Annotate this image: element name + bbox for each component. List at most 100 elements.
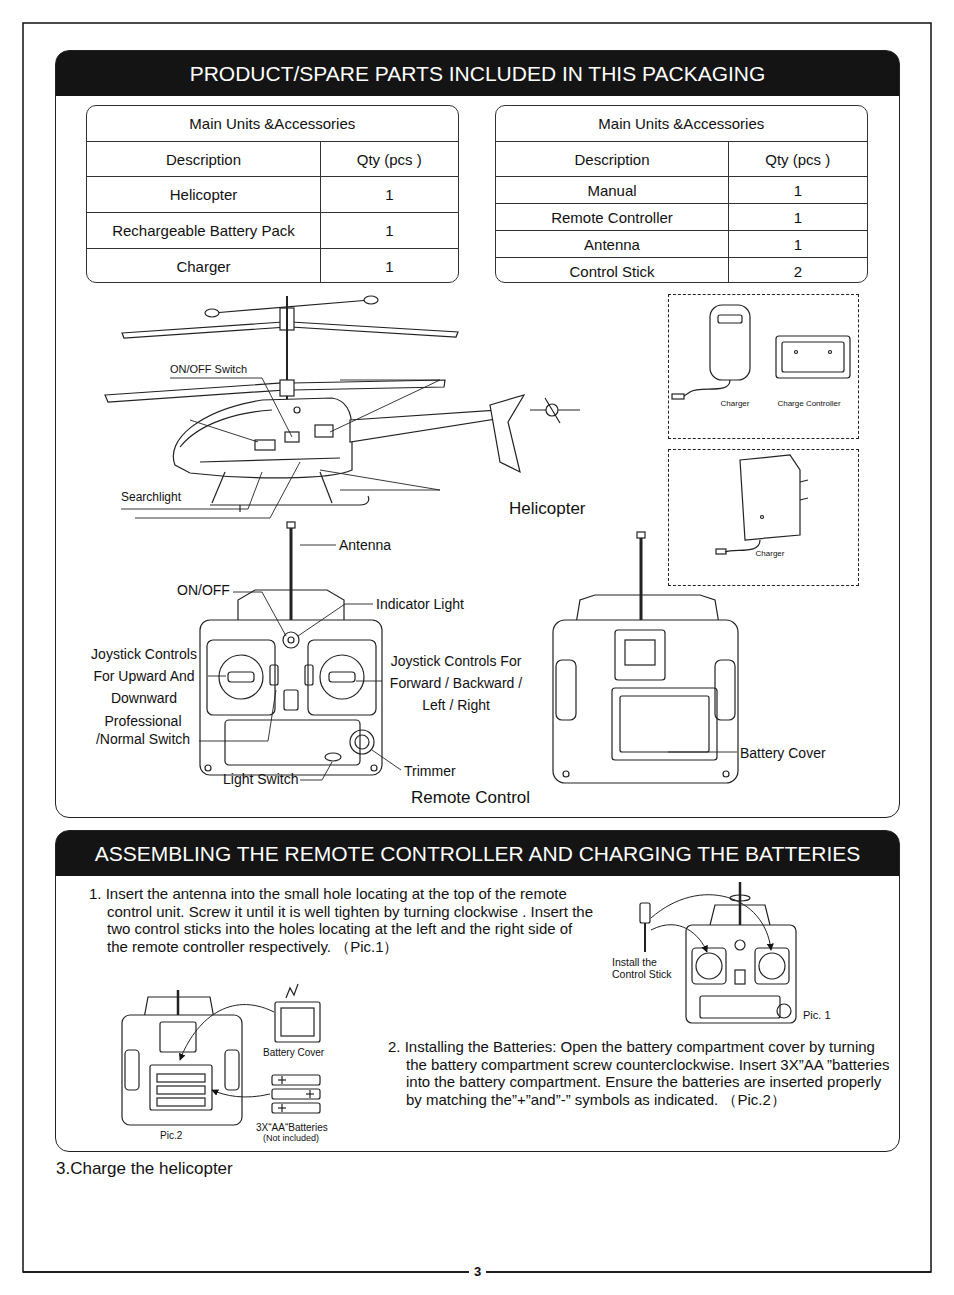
pic2-remote-drawing-part (286, 984, 298, 998)
remote-front-drawing-part (207, 640, 275, 715)
table-cell: 1 (728, 203, 867, 230)
part-label: Joystick Controls For Forward / Backward… (384, 650, 528, 716)
helicopter-drawing-part (545, 398, 560, 423)
pic2-remote-drawing-part (275, 1002, 320, 1042)
remote-front-drawing-part (305, 665, 313, 685)
page-number: 3 (469, 1264, 486, 1279)
table-cell: 2 (728, 257, 867, 283)
remote-front-drawing-part (325, 753, 341, 761)
remote-back-drawing-part (556, 660, 576, 720)
part-label: Trimmer (404, 763, 456, 779)
table-cell: 1 (728, 176, 867, 203)
charger-box: ChargerCharge Controller (668, 294, 859, 439)
pic2-remote-drawing-part (281, 1104, 282, 1112)
part-label: Indicator Light (376, 596, 464, 612)
remote-back-drawing-part (715, 660, 735, 720)
helicopter-drawing-part (180, 410, 272, 447)
remote-back-drawing-part (625, 640, 655, 665)
charger-drawing-part (829, 351, 832, 354)
part-label: Install the Control Stick (612, 956, 684, 980)
remote-front-drawing-part (200, 620, 382, 775)
part-label: Battery Cover (263, 1047, 324, 1058)
remote-front-drawing-part (287, 522, 295, 528)
pic1-remote-drawing-part (730, 895, 750, 901)
remote-front-drawing-part (329, 672, 355, 682)
section-heading: ASSEMBLING THE REMOTE CONTROLLER AND CHA… (56, 831, 899, 876)
table-cell: Rechargeable Battery Pack (87, 212, 320, 248)
remote-back-drawing-part (723, 771, 729, 777)
pic1-remote-drawing-part (640, 903, 650, 923)
helicopter-drawing-part (315, 425, 333, 437)
helicopter-drawing-part (291, 322, 458, 337)
charger-drawing-part (776, 336, 850, 378)
leader-line-part (300, 762, 332, 780)
remote-front-drawing-part (219, 655, 263, 699)
table-cell: 1 (320, 248, 458, 283)
leader-line-part (320, 470, 440, 490)
leader-line-part (298, 604, 373, 636)
charger-drawing-part (800, 498, 808, 500)
leader-line-part (190, 420, 258, 442)
charger-box: Charger (668, 449, 859, 586)
charger-drawing-part (716, 549, 726, 554)
leader-line-part (208, 676, 226, 677)
instruction-step: 1. Insert the antenna into the small hol… (89, 885, 597, 955)
table-cell: Qty (pcs ) (728, 141, 867, 176)
pic1-remote-drawing-part (686, 925, 796, 1023)
pic2-remote-drawing-part (177, 990, 180, 1015)
helicopter-drawing-part (200, 458, 340, 462)
remote-back-drawing-part (553, 620, 738, 783)
helicopter-drawing (105, 296, 580, 512)
helicopter-drawing-part (239, 505, 240, 512)
pic2-remote-drawing-part (281, 1008, 314, 1036)
section-heading: PRODUCT/SPARE PARTS INCLUDED IN THIS PAC… (56, 51, 899, 96)
heading-band: ASSEMBLING THE REMOTE CONTROLLER AND CHA… (56, 831, 899, 876)
leader-line (199, 545, 401, 780)
remote-front-drawing (200, 522, 382, 775)
instruction-step: 3.Charge the helicopter (56, 1159, 233, 1179)
table-cell: Description (87, 141, 320, 176)
charger-drawing-part (718, 315, 742, 323)
part-label: ON/OFF (177, 582, 230, 598)
pic1-remote-drawing-part (759, 953, 785, 979)
helicopter-drawing-part (205, 309, 219, 317)
leader-line-part (372, 750, 401, 770)
remote-front-drawing-part (284, 690, 298, 710)
remote-front-drawing-part (225, 720, 360, 765)
remote-front-drawing-part (288, 637, 294, 643)
charger-drawing-part (782, 342, 844, 372)
leader-line (121, 378, 440, 518)
leader-line-part (300, 545, 336, 546)
pic1-remote-drawing-part (692, 948, 726, 984)
pic2-remote-drawing-part (225, 1050, 239, 1090)
helicopter-drawing-part (280, 380, 294, 396)
part-label: Searchlight (121, 490, 181, 504)
pic2-remote-drawing-part (125, 1050, 139, 1090)
table-cell: Main Units &Accessories (87, 106, 458, 141)
part-label: Professional /Normal Switch (90, 712, 196, 748)
pointer-arrow-part (651, 895, 771, 950)
pic1-remote-drawing-part (735, 970, 745, 984)
pic2-remote-drawing-part (309, 1090, 310, 1098)
pic1-remote-drawing-part (735, 940, 745, 950)
table-cell: Antenna (496, 230, 728, 257)
helicopter-drawing-part (212, 472, 225, 503)
table-cell: Qty (pcs ) (320, 141, 458, 176)
remote-front-drawing-part (308, 640, 376, 715)
remote-front-drawing-part (228, 672, 254, 682)
remote-back-drawing-part (615, 630, 665, 680)
helicopter-drawing-part (173, 398, 352, 478)
part-caption: Charge Controller (777, 399, 840, 408)
pic1-remote-drawing-part (755, 948, 789, 984)
part-label: 3X“AA“Batteries (256, 1122, 328, 1133)
pointer-arrow-part (180, 1005, 274, 1060)
leader-line-part (121, 472, 262, 509)
table-cell: Description (496, 141, 728, 176)
page-frame (23, 23, 931, 1272)
pic2-remote-drawing-part (272, 1103, 320, 1113)
pointer-arrow-part (651, 925, 707, 952)
remote-back-drawing (553, 532, 738, 783)
pic1-remote-drawing (640, 882, 796, 1023)
remote-front-drawing-part (320, 655, 364, 699)
pic2-remote-drawing-part (272, 1089, 320, 1099)
